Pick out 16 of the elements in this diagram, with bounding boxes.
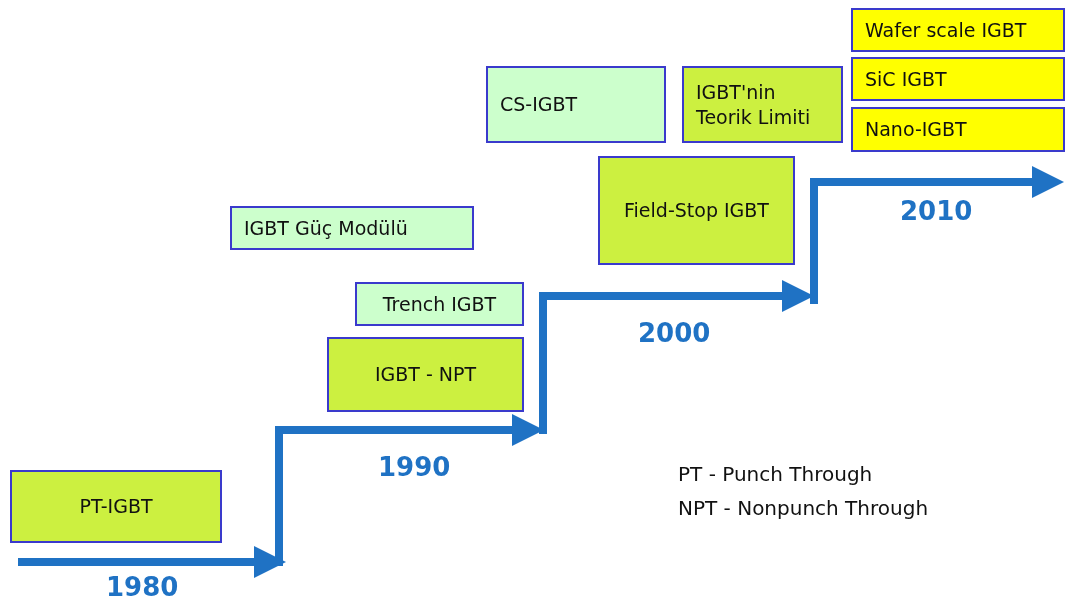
milestone-box: PT-IGBT	[10, 470, 222, 543]
milestone-box: IGBT'nin Teorik Limiti	[682, 66, 843, 143]
milestone-box: Field-Stop IGBT	[598, 156, 795, 265]
milestone-box: Nano-IGBT	[851, 107, 1065, 152]
milestone-box: Wafer scale IGBT	[851, 8, 1065, 52]
milestone-box: Trench IGBT	[355, 282, 524, 326]
year-label: 1990	[378, 452, 451, 482]
milestone-box: SiC IGBT	[851, 57, 1065, 101]
abbreviation-note: NPT - Nonpunch Through	[678, 496, 929, 520]
milestone-box: IGBT Güç Modülü	[230, 206, 474, 250]
year-label: 2000	[638, 318, 711, 348]
year-label: 2010	[900, 196, 973, 226]
year-label: 1980	[106, 572, 179, 602]
milestone-box: CS-IGBT	[486, 66, 666, 143]
abbreviation-note: PT - Punch Through	[678, 462, 873, 486]
milestone-box: IGBT - NPT	[327, 337, 524, 412]
